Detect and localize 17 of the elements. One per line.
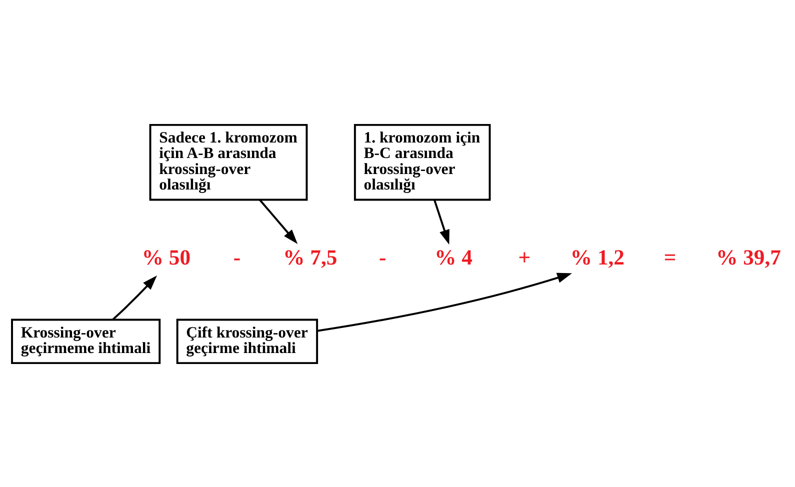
node-box: Krossing-over geçirmeme ihtimali [11, 318, 161, 364]
arrow [112, 274, 157, 320]
node-box: Çift krossing-over geçirme ihtimali [176, 318, 318, 364]
node-text: % 4 [434, 244, 472, 269]
node-box: 1. kromozom için B-C arasında krossing-over olasılığı [354, 123, 491, 200]
arrow [317, 272, 572, 332]
node-text: % 50 [142, 244, 191, 269]
node-box: Sadece 1. kromozom için A-B arasında krossing-over olasılığı [149, 123, 308, 200]
arrow [434, 199, 450, 244]
node-text: % 7,5 [283, 244, 338, 269]
label: - [379, 244, 386, 269]
label: - [233, 244, 241, 269]
label: % 39,7 [716, 244, 781, 269]
node-text: % 1,2 [570, 244, 624, 269]
label: = [664, 244, 676, 269]
arrow [259, 198, 298, 244]
label: + [518, 244, 531, 269]
